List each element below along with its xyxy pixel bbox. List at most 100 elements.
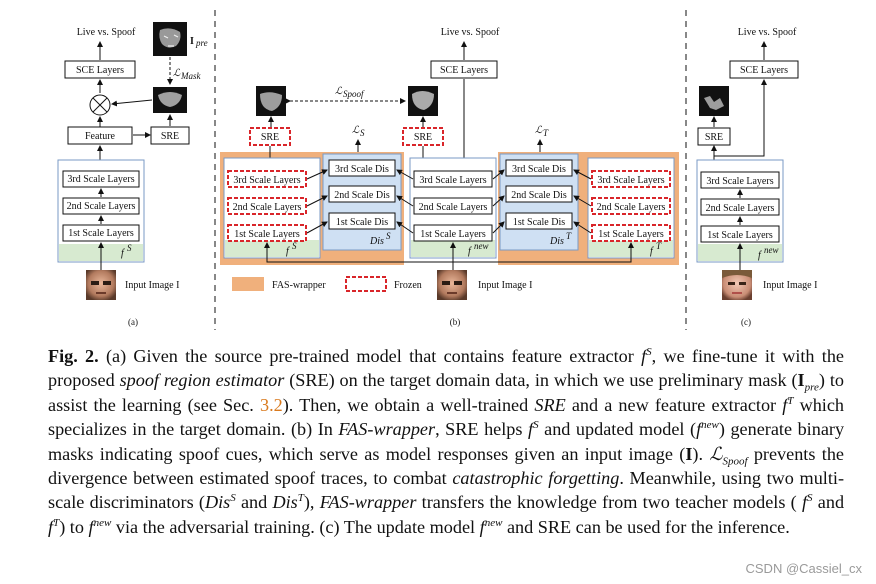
panel-a-sre-box [150, 126, 190, 145]
caption-text: and [817, 492, 845, 513]
lmask-label: ℒ [173, 68, 181, 79]
fs-layer-2-label: 2nd Scale Layers [233, 202, 302, 213]
lt-sub: T [543, 128, 549, 138]
panel-a-layer-2-label: 2nd Scale Layers [67, 201, 136, 212]
ft-label: f [650, 246, 654, 257]
dis-s-3-label: 3rd Scale Dis [335, 164, 389, 175]
panel-c-layer-3-label: 3rd Scale Layers [706, 176, 773, 187]
caption-text: and updated model ( [544, 419, 697, 440]
panel-a-sre-label: SRE [161, 131, 179, 142]
dis-s-2-label: 2nd Scale Dis [334, 190, 390, 201]
caption-emphasis: FAS-wrapper [319, 492, 417, 513]
panel-a-layer-3-label: 3rd Scale Layers [67, 174, 134, 185]
fnew-label: f [468, 246, 472, 257]
caption-text: ). Then, we obtain a well-trained [282, 394, 529, 415]
panel-a-sce-label: SCE Layers [76, 65, 124, 76]
panel-a-layer-1 [62, 224, 140, 242]
panel-c-layer-2-label: 2nd Scale Layers [706, 203, 775, 214]
panel-a-model-label: f [121, 248, 125, 259]
panel-c-sce-label: SCE Layers [740, 65, 788, 76]
ft-layer-3-label: 3rd Scale Layers [597, 175, 664, 186]
panel-c-input-label: Input Image I [763, 280, 817, 291]
caption-emphasis: spoof region estimator [119, 370, 285, 391]
panel-b-sre-left-label: SRE [261, 132, 279, 143]
panel-b-sre-right-label: SRE [414, 132, 432, 143]
panel-c: Live vs. Spoof SCE Layers SRE 3rd Scale … [696, 27, 817, 327]
panel-a-input-face [86, 270, 116, 300]
caption-text: via the adversarial training. (c) The up… [115, 516, 476, 537]
dis-s-label: Dis [369, 236, 384, 247]
panel-a-output: Live vs. Spoof [77, 27, 136, 38]
panel-b-output: Live vs. Spoof [441, 27, 500, 38]
fs-label: f [286, 246, 290, 257]
panel-c-sre-label: SRE [705, 132, 723, 143]
panel-c-input-face [722, 270, 752, 300]
panel-b-sre-frozen-2 [402, 127, 444, 146]
caption-text: and a new feature extractor [571, 394, 777, 415]
caption-text: ). [692, 443, 703, 464]
ls-label: ℒ [352, 125, 360, 136]
caption-text: ), [303, 492, 315, 513]
panel-a-layer-3 [62, 170, 140, 188]
caption-text: ) generate binary masks indicating spoof… [48, 419, 845, 464]
caption-emphasis: SRE [534, 394, 566, 415]
caption-text: (SRE) on the target domain data, in whic… [289, 370, 798, 391]
panel-a: Live vs. Spoof SCE Layers I pre ℒ Mask F… [57, 22, 208, 327]
legend-wrapper-swatch [232, 277, 264, 291]
ipre-label: I [190, 36, 194, 47]
caption-text: which specializes in the target domain. … [48, 394, 845, 440]
caption-text: , SRE helps [435, 419, 523, 440]
caption-text: (a) Given the source pre-trained model t… [105, 346, 634, 366]
fnew-layer-1-label: 1st Scale Layers [420, 229, 486, 240]
caption-text: prevents the divergence between estimate… [48, 443, 844, 489]
fnew-sup: new [474, 241, 489, 251]
dis-t-sup: T [566, 231, 572, 241]
panel-c-sce-box [729, 60, 799, 79]
section-link[interactable]: 3.2 [260, 394, 283, 415]
fnew-layer-3-label: 3rd Scale Layers [419, 175, 486, 186]
method-diagram: Live vs. Spoof SCE Layers I pre ℒ Mask F… [57, 10, 817, 330]
panel-a-input-label: Input Image I [125, 280, 179, 291]
panel-b-sre-frozen [249, 127, 291, 146]
fs-layer-1-label: 1st Scale Layers [234, 229, 300, 240]
caption-text: transfers the knowledge from two teacher… [421, 492, 797, 513]
dis-t-label: Dis [549, 236, 564, 247]
panel-a-tag: (a) [128, 317, 138, 327]
panel-b-input-label: Input Image I [478, 280, 532, 291]
legend-wrapper-label: FAS-wrapper [272, 280, 326, 291]
lspoof-sub: Spoof [343, 89, 365, 99]
panel-b: Live vs. Spoof SCE Layers ℒ Spoof SRE SR… [220, 27, 679, 327]
panel-b-input-face [437, 270, 467, 300]
caption-text: and SRE can be used for the inference. [506, 516, 790, 537]
ft-layer-2-label: 2nd Scale Layers [597, 202, 666, 213]
caption-text: . Meanwhile, using two multi-scale discr… [48, 468, 844, 513]
caption-text: and [240, 492, 268, 513]
dis-t-3-label: 3rd Scale Dis [512, 164, 566, 175]
ft-layer-1-label: 1st Scale Layers [598, 229, 664, 240]
legend-frozen-label: Frozen [394, 280, 422, 291]
caption-emphasis: catastrophic forgetting [452, 468, 620, 489]
fs-sup: S [292, 241, 297, 251]
caption-text: ) to assist the learning (see Sec. [48, 370, 844, 415]
panel-c-layer-1-label: 1st Scale Layers [707, 230, 773, 241]
watermark: CSDN @Cassiel_cx [745, 561, 863, 576]
panel-c-mask-image [699, 86, 729, 116]
caption-text: , we fine-tune it with the proposed [48, 346, 845, 391]
panel-c-output: Live vs. Spoof [738, 27, 797, 38]
panel-c-tag: (c) [741, 317, 751, 327]
dis-s-1-label: 1st Scale Dis [336, 217, 388, 228]
feature-label: Feature [85, 131, 116, 142]
panel-a-layer-1-label: 1st Scale Layers [68, 228, 134, 239]
panel-b-tag: (b) [450, 317, 461, 327]
panel-c-model-sup: new [764, 245, 779, 255]
dis-t-2-label: 2nd Scale Dis [511, 190, 567, 201]
lmask-sub: Mask [180, 71, 201, 81]
lt-label: ℒ [535, 125, 543, 136]
caption-text: ) to [59, 516, 84, 537]
caption-fig-label: Fig. 2. [48, 346, 99, 366]
feature-box [67, 126, 133, 145]
dis-t-1-label: 1st Scale Dis [513, 217, 565, 228]
ipre-sub: pre [195, 38, 208, 48]
dis-s-sup: S [386, 231, 391, 241]
panel-c-model-label: f [758, 250, 762, 261]
